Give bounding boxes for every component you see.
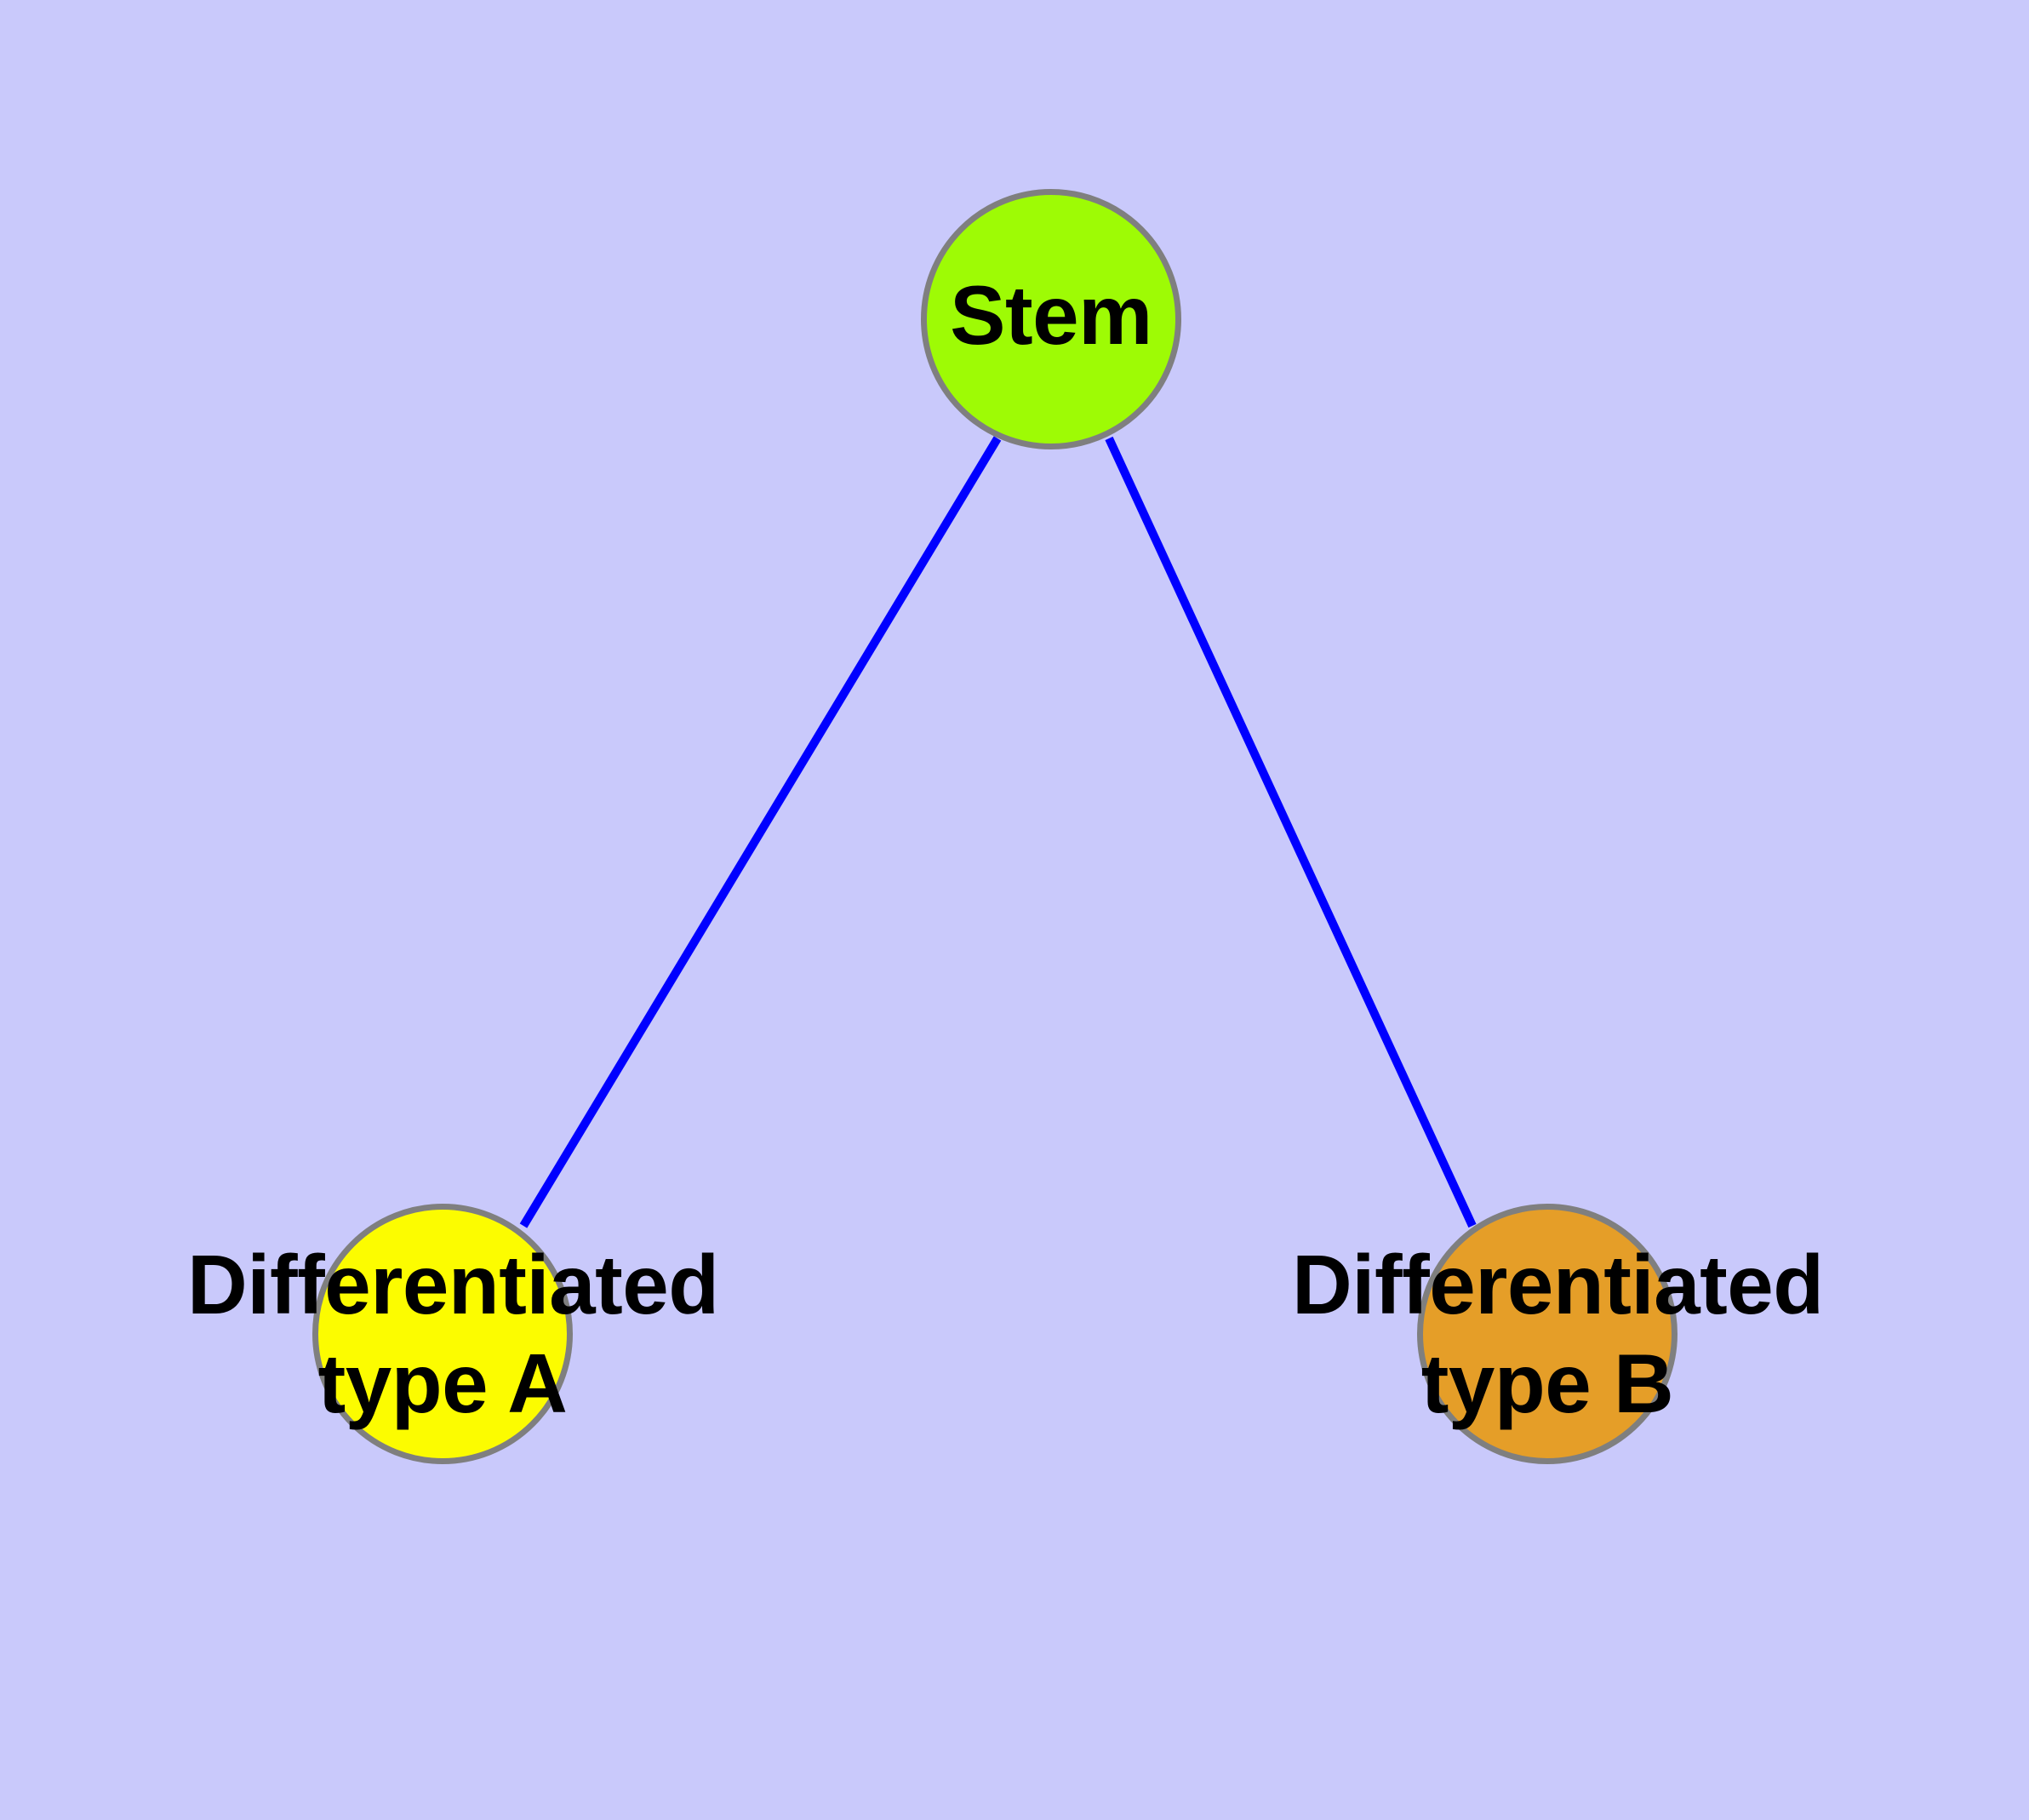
edge-stem-to-differentiated-type-a xyxy=(519,436,1002,1228)
node-differentiated-type-b[interactable] xyxy=(1417,1204,1677,1464)
node-differentiated-type-a[interactable] xyxy=(312,1204,573,1464)
node-stem[interactable] xyxy=(921,189,1181,449)
edge-stem-to-differentiated-type-b xyxy=(1105,436,1477,1228)
